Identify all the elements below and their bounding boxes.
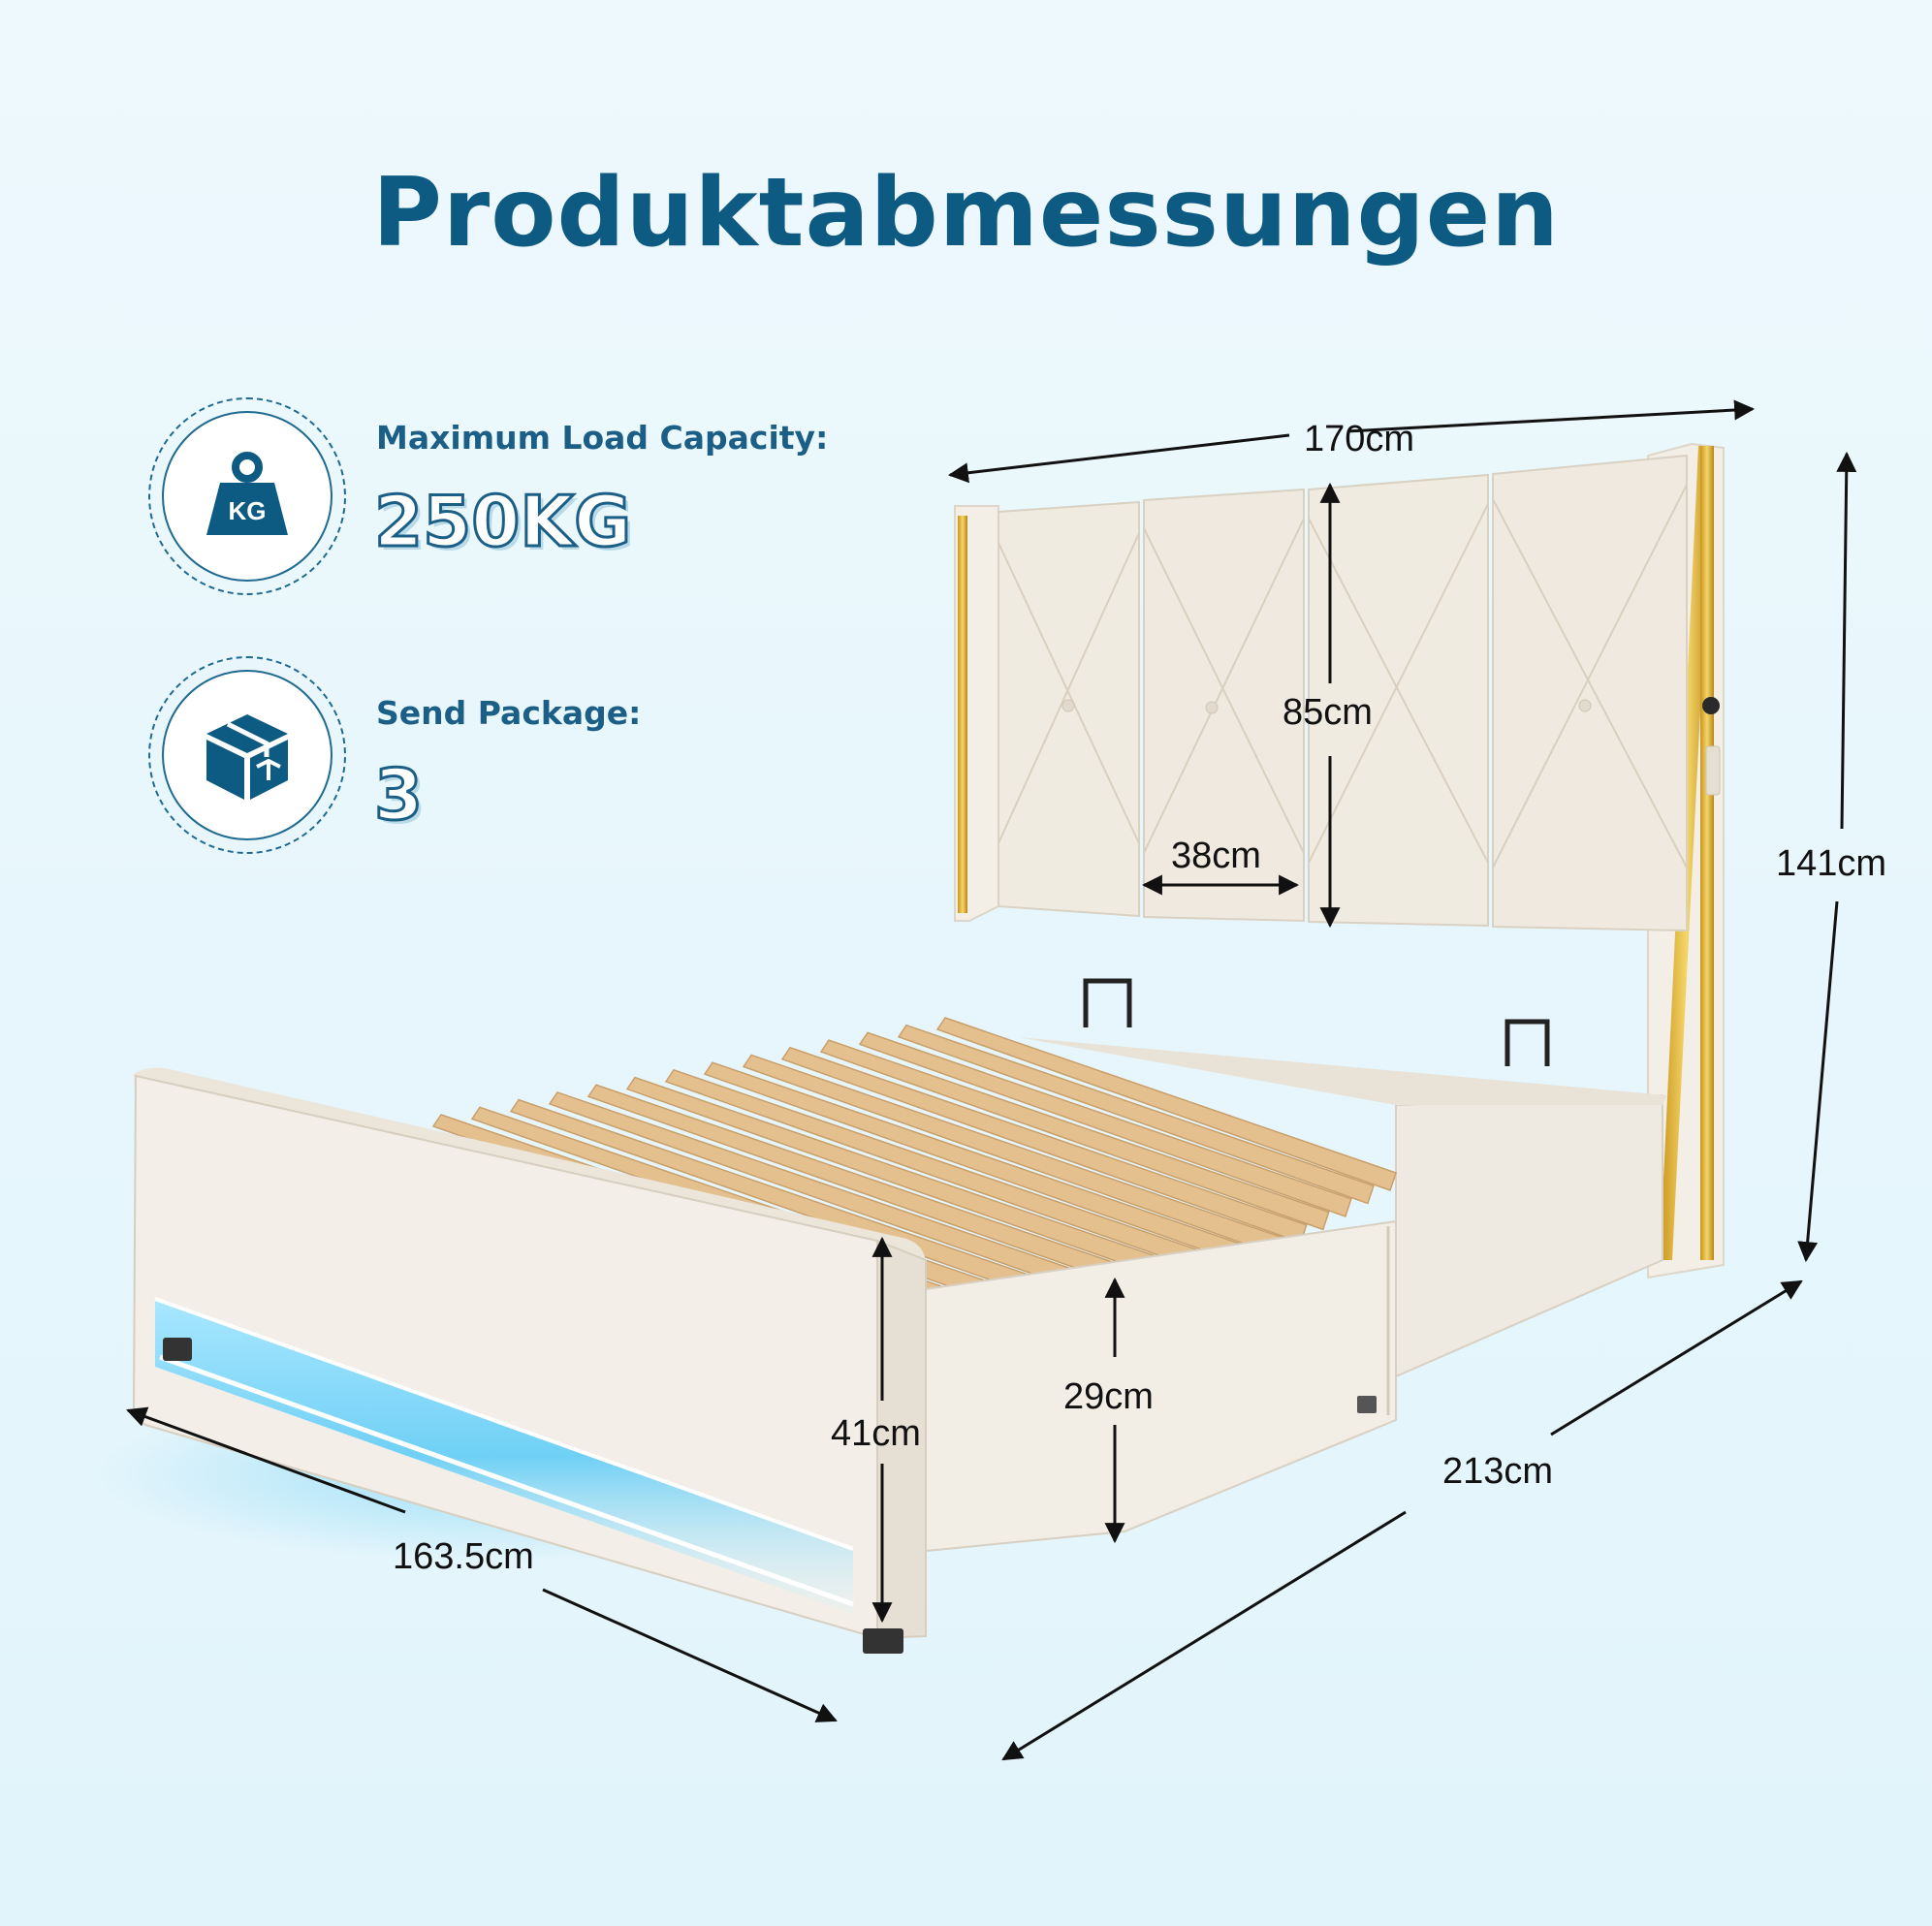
bed-slat [897, 1024, 1375, 1205]
load-capacity-badge: KG [148, 397, 346, 595]
gold-trim-right-edge [1700, 446, 1714, 1260]
lift-handle [1504, 1019, 1550, 1066]
dim-line-length-down [1001, 1510, 1407, 1761]
headboard-panel [1308, 473, 1489, 928]
dim-line-outer-left [126, 1406, 406, 1514]
dimension-footboard-height: 41cm [831, 1413, 921, 1454]
bed-leg [863, 1628, 903, 1654]
led-light-strip [155, 1299, 853, 1614]
dimension-outer-width: 163.5cm [393, 1536, 534, 1577]
footboard [132, 1067, 1377, 1654]
dim-line-width-top-right [1346, 399, 1756, 433]
package-value: 3 [372, 754, 424, 836]
dimension-side-rail-height: 29cm [1063, 1376, 1154, 1417]
headboard-panel [1143, 488, 1305, 923]
dimension-lines [126, 399, 1857, 1761]
package-badge [148, 656, 346, 854]
dimension-total-height: 141cm [1776, 843, 1887, 884]
dimension-total-length: 213cm [1442, 1451, 1554, 1492]
load-capacity-value: 250KG [372, 481, 632, 562]
headboard-panel [1492, 454, 1688, 932]
weight-kg-icon: KG [206, 452, 288, 535]
dim-line-outer-right [542, 1588, 838, 1722]
headboard [954, 442, 1725, 1279]
dim-line-height-down [1797, 900, 1839, 1263]
bed-slat [819, 1039, 1330, 1231]
bed-slat [935, 1017, 1397, 1191]
gold-trim-left [958, 516, 967, 913]
dim-line-height-up [1836, 451, 1857, 830]
dim-line-length-up [1550, 1279, 1803, 1437]
dimension-panel-width: 38cm [1171, 836, 1261, 876]
package-label: Send Package: [376, 694, 642, 732]
load-capacity-label: Maximum Load Capacity: [376, 419, 829, 457]
usb-port-icon [1702, 697, 1720, 714]
package-box-icon [206, 714, 288, 800]
kg-icon-text: KG [229, 496, 267, 525]
page-title: Produktabmessungen [372, 158, 1560, 268]
bed-leg [1357, 1396, 1377, 1413]
lift-handle [1083, 978, 1132, 1027]
dim-line-width-top-left [947, 433, 1290, 484]
side-rail-right [1395, 1093, 1663, 1378]
bed-slat [858, 1031, 1352, 1217]
dimension-headboard-height: 85cm [1283, 692, 1373, 733]
dimension-width-top: 170cm [1304, 419, 1415, 459]
bed-leg [163, 1338, 192, 1361]
